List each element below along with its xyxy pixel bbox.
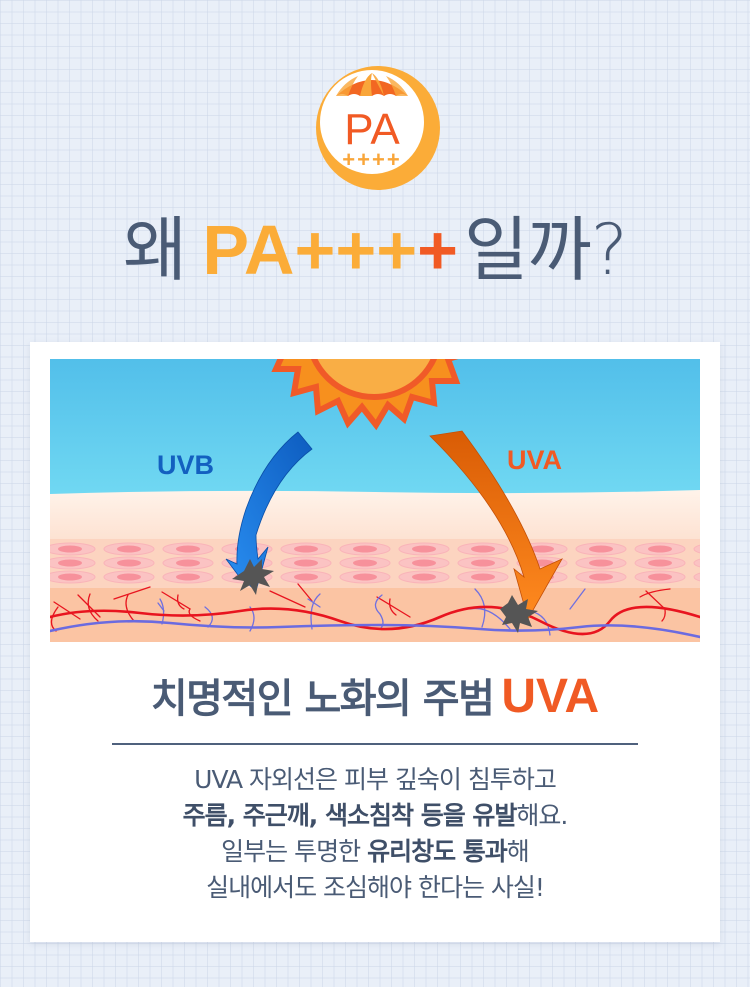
uv-skin-illustration: UVB UVA <box>50 359 700 642</box>
headline-pa-highlight: PA++++ <box>202 211 458 289</box>
divider <box>112 743 638 745</box>
body-line-3: 일부는 투명한 유리창도 통과해 <box>30 834 720 870</box>
body-line-2: 주름, 주근깨, 색소침착 등을 유발해요. <box>30 798 720 834</box>
body-line-2-rest: 해요. <box>516 801 568 830</box>
headline-prefix: 왜 <box>123 209 187 291</box>
sun-icon <box>271 359 461 431</box>
uvb-arrow-icon <box>225 431 313 595</box>
body-description: UVA 자외선은 피부 깊숙이 침투하고 주름, 주근깨, 색소침착 등을 유발… <box>30 762 720 906</box>
uva-arrow-icon <box>429 430 563 633</box>
blood-vessels <box>50 583 700 639</box>
headline-suffix: 일까? <box>464 209 628 291</box>
subtitle-text: 치명적인 노화의 주범 <box>150 676 495 722</box>
skin-surface-layer <box>50 490 700 540</box>
umbrella-icon <box>336 73 408 96</box>
body-line-3-bold: 유리창도 통과 <box>367 837 508 866</box>
subtitle-uva-highlight: UVA <box>501 670 600 723</box>
body-line-4: 실내에서도 조심해야 한다는 사실! <box>206 873 545 902</box>
headline-last-plus: + <box>417 211 458 289</box>
body-line-1: UVA 자외선은 피부 깊숙이 침투하고 <box>194 765 557 794</box>
skin-cells <box>50 542 700 584</box>
body-line-3-rest: 해 <box>506 837 530 866</box>
uva-label: UVA <box>507 445 562 475</box>
uvb-impact-burst-icon <box>232 559 274 595</box>
badge-plus-text: ++++ <box>342 147 401 172</box>
badge-pa-text: PA <box>344 105 400 154</box>
body-line-2-bold: 주름, 주근깨, 색소침착 등을 유발 <box>182 801 518 830</box>
uvb-label: UVB <box>157 450 214 480</box>
body-line-3-start: 일부는 투명한 <box>221 837 368 866</box>
uva-impact-burst-icon <box>500 595 538 633</box>
pa-badge-icon: PA ++++ <box>316 66 440 190</box>
